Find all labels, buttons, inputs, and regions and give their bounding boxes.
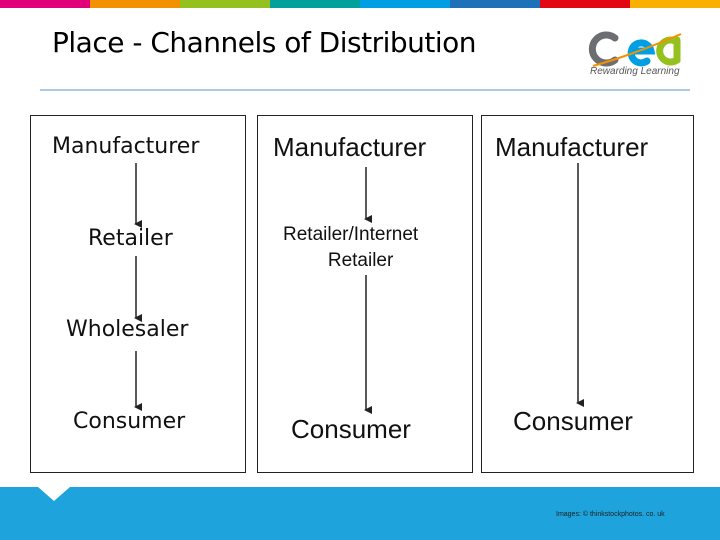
channel-column-3 bbox=[481, 115, 694, 473]
col1-retailer-label: Retailer bbox=[88, 226, 173, 251]
col1-manufacturer-label: Manufacturer bbox=[52, 134, 200, 159]
stripe-segment bbox=[270, 0, 360, 8]
stripe-segment bbox=[630, 0, 720, 8]
col3-manufacturer-label: Manufacturer bbox=[495, 132, 649, 162]
col2-internet-retailer-label: Retailer/Internet Retailer bbox=[283, 222, 418, 274]
col2-retailer-line2: Retailer bbox=[327, 250, 394, 271]
top-color-stripe bbox=[0, 0, 720, 8]
ccea-logo-icon bbox=[588, 31, 682, 67]
logo-tagline: Rewarding Learning bbox=[590, 66, 680, 77]
stripe-segment bbox=[90, 0, 180, 8]
channel-column-2 bbox=[257, 115, 473, 473]
col2-consumer-label: Consumer bbox=[291, 414, 411, 444]
stripe-segment bbox=[360, 0, 450, 8]
title-divider bbox=[40, 89, 690, 91]
page-title: Place - Channels of Distribution bbox=[52, 26, 477, 59]
col2-manufacturer-label: Manufacturer bbox=[273, 132, 427, 162]
stripe-segment bbox=[450, 0, 540, 8]
stripe-segment bbox=[540, 0, 630, 8]
stripe-segment bbox=[180, 0, 270, 8]
image-credit: Images: © thinkstockphotos. co. uk bbox=[556, 511, 665, 518]
col1-wholesaler-label: Wholesaler bbox=[66, 317, 189, 342]
col1-consumer-label: Consumer bbox=[73, 409, 186, 434]
col3-consumer-label: Consumer bbox=[513, 406, 633, 436]
footer-bar bbox=[0, 487, 720, 540]
col2-retailer-line1: Retailer/Internet bbox=[283, 224, 419, 245]
channel-column-1 bbox=[30, 115, 246, 473]
stripe-segment bbox=[0, 0, 90, 8]
